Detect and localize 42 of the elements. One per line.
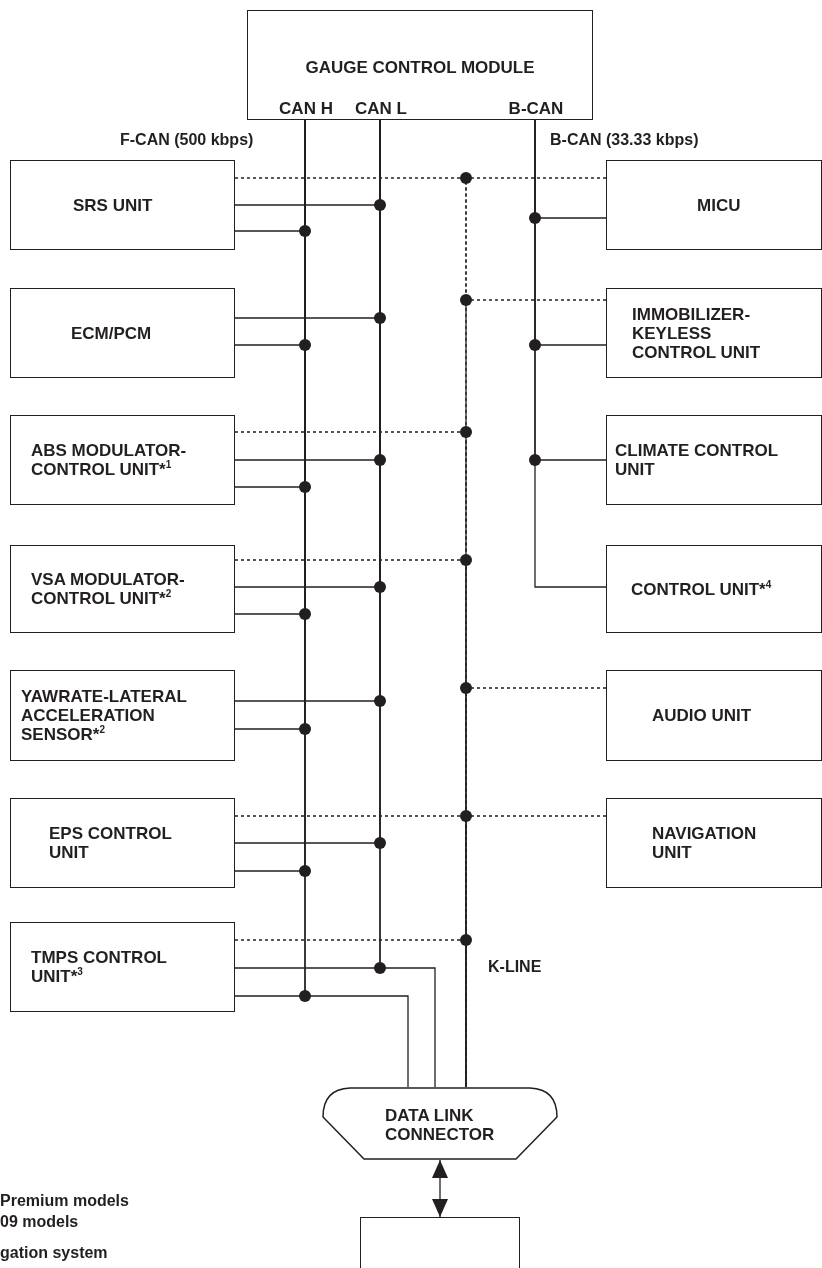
module-box (247, 10, 593, 120)
unit-box (10, 922, 235, 1012)
unit-label: CONTROL UNIT*$^{4}$ (631, 579, 772, 599)
pin-label: CAN H (278, 99, 334, 118)
unit-label: IMMOBILIZER- KEYLESS CONTROL UNIT (632, 304, 762, 362)
unit-label: TMPS CONTROL UNIT*$^{3}$ (31, 948, 168, 986)
unit-label: CLIMATE CONTROL UNIT (615, 441, 779, 479)
unit-box (10, 415, 235, 505)
unit-box (606, 288, 822, 378)
bus-label: B-CAN (33.33 kbps) (550, 131, 699, 149)
connector-label: DATA LINK CONNECTOR (385, 1105, 495, 1144)
unit-box (10, 545, 235, 633)
unit-label: NAVIGATION UNIT (652, 824, 758, 862)
unit-box (606, 798, 822, 888)
bus-label: K-LINE (488, 958, 542, 976)
unit-box (606, 670, 822, 761)
connector-shape (322, 1087, 558, 1160)
pin-label: CAN L (354, 99, 408, 118)
unit-box (10, 670, 235, 761)
wire (534, 119, 607, 588)
unit-label: AUDIO UNIT (652, 706, 752, 725)
footnote: Premium models (0, 1192, 129, 1210)
unit-label: EPS CONTROL UNIT (49, 824, 173, 862)
unit-box (606, 160, 822, 250)
module-title: GAUGE CONTROL MODULE (304, 58, 536, 77)
unit-label: SRS UNIT (73, 195, 153, 215)
double-arrow (432, 1159, 448, 1218)
bus-label: F-CAN (500 kbps) (120, 131, 254, 149)
footnote: gation system (0, 1244, 108, 1262)
unit-box (606, 415, 822, 505)
unit-box (606, 545, 822, 633)
unit-label: ECM/PCM (71, 323, 152, 343)
pin-label: B-CAN (507, 99, 565, 118)
unit-label: YAWRATE-LATERAL ACCELERATION SENSOR*$^{2}$ (21, 687, 188, 744)
unit-label: ABS MODULATOR- CONTROL UNIT*$^{1}$ (31, 441, 188, 479)
footnote: 09 models (0, 1213, 79, 1231)
unit-box (10, 160, 235, 250)
unit-box (10, 288, 235, 378)
unit-label: VSA MODULATOR- CONTROL UNIT*$^{2}$ (31, 570, 186, 608)
unit-box (10, 798, 235, 888)
dashed-connector (465, 815, 607, 1088)
unit-label: MICU (697, 195, 741, 215)
